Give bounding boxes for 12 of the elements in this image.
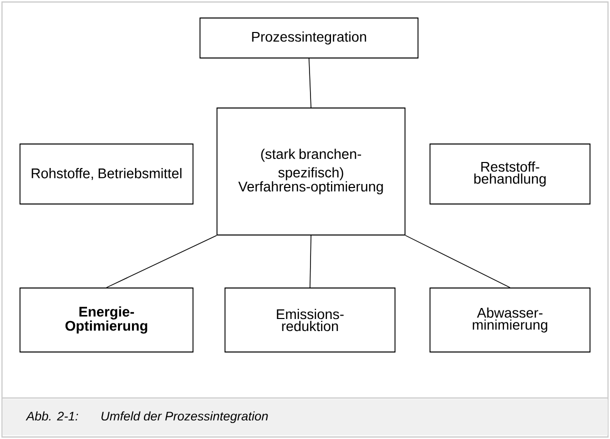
process-box: Abwasser-minimierung — [430, 288, 590, 352]
process-box: Emissions-reduktion — [224, 288, 396, 352]
process-box: Rohstoffe, Betriebsmittel — [20, 144, 194, 204]
connector-line — [308, 58, 312, 108]
connector-line — [405, 235, 510, 288]
process-box: Prozessintegration — [200, 18, 418, 58]
process-box: (stark branchen-spezifisch) Verfahrens-optimierung — [216, 108, 406, 236]
connector-line — [310, 235, 312, 288]
process-box: Energie-Optimierung — [20, 288, 194, 352]
connector-line — [106, 235, 217, 288]
caption: Abb. 2-1: Umfeld der Prozessintegration — [2, 399, 608, 436]
process-box: Reststoff-behandlung — [430, 144, 590, 204]
